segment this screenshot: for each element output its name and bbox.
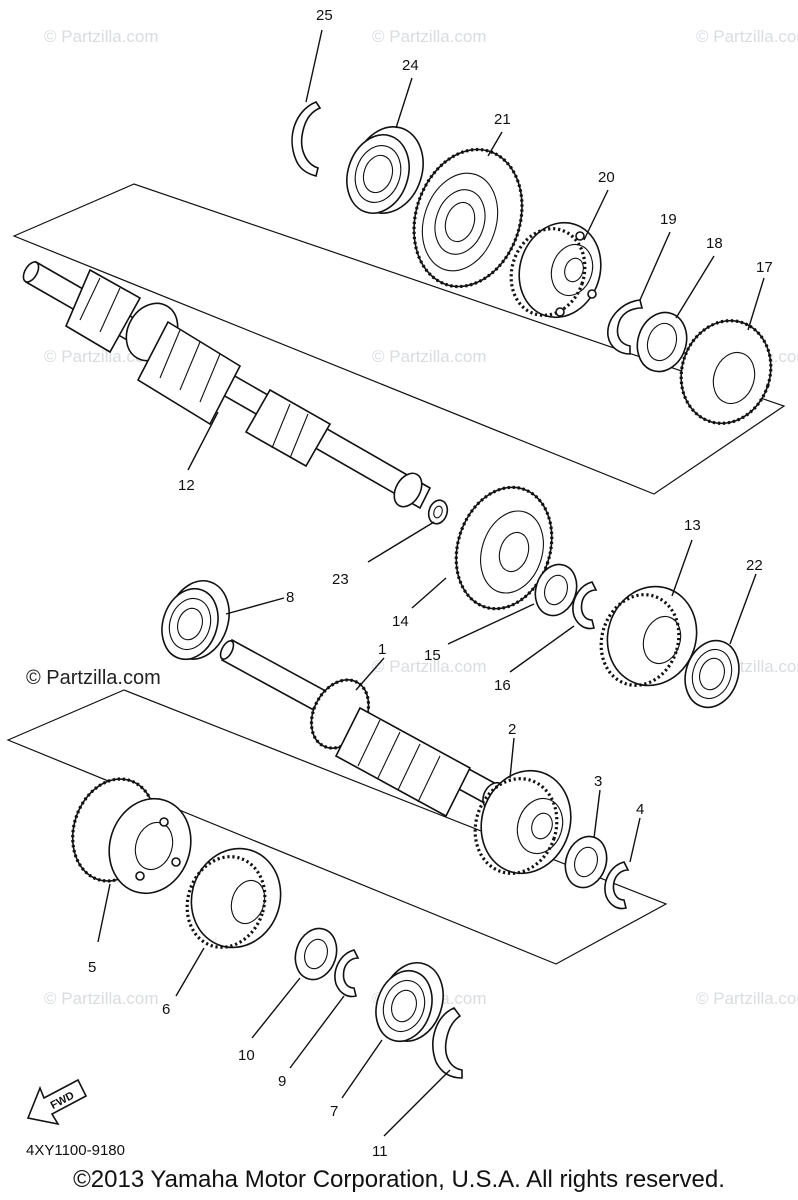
watermark: © Partzilla.com bbox=[372, 657, 487, 676]
watermark: © Partzilla.com bbox=[696, 27, 798, 46]
callout-9: 9 bbox=[278, 1073, 286, 1090]
callout-10: 10 bbox=[238, 1047, 255, 1064]
callout-22: 22 bbox=[746, 557, 763, 574]
main-axle-group-box bbox=[12, 183, 786, 495]
gear-13 bbox=[599, 585, 698, 687]
gear-6 bbox=[185, 847, 282, 949]
diagram-code: 4XY1100-9180 bbox=[26, 1142, 125, 1159]
main-axle-12 bbox=[22, 260, 432, 510]
callout-21: 21 bbox=[494, 111, 511, 128]
callout-23: 23 bbox=[332, 571, 349, 588]
circlip-16 bbox=[572, 581, 598, 630]
bearing-22 bbox=[684, 639, 740, 709]
callout-6: 6 bbox=[162, 1001, 170, 1018]
callout-14: 14 bbox=[392, 613, 409, 630]
callout-4: 4 bbox=[636, 801, 644, 818]
watermark: © Partzilla.com bbox=[696, 989, 798, 1008]
washer-10 bbox=[294, 927, 338, 981]
gear-21 bbox=[412, 147, 524, 289]
callout-15: 15 bbox=[424, 647, 441, 664]
callout-13: 13 bbox=[684, 517, 701, 534]
callout-1: 1 bbox=[378, 641, 386, 658]
gear-5 bbox=[71, 777, 192, 895]
callout-12: 12 bbox=[178, 477, 195, 494]
circlip-9 bbox=[334, 949, 360, 998]
gear-2 bbox=[473, 769, 572, 875]
callout-11: 11 bbox=[372, 1143, 388, 1160]
callout-16: 16 bbox=[494, 677, 511, 694]
callout-5: 5 bbox=[88, 959, 96, 976]
callout-25: 25 bbox=[316, 7, 333, 24]
callout-24: 24 bbox=[402, 57, 419, 74]
callout-2: 2 bbox=[508, 721, 516, 738]
gear-14 bbox=[454, 485, 554, 611]
circlip-11 bbox=[432, 1007, 463, 1079]
callouts: 25 24 21 20 19 18 17 12 23 14 15 16 13 2… bbox=[88, 7, 773, 1160]
leader-lines bbox=[97, 29, 765, 1137]
watermark: © Partzilla.com bbox=[44, 989, 159, 1008]
bearing-24 bbox=[346, 126, 424, 214]
watermarks: © Partzilla.com © Partzilla.com © Partzi… bbox=[44, 27, 798, 1008]
bearing-7 bbox=[375, 962, 444, 1043]
circlip-4 bbox=[604, 861, 630, 910]
gear-20 bbox=[509, 221, 602, 319]
fwd-arrow-icon: FWD bbox=[26, 1078, 88, 1126]
callout-8: 8 bbox=[286, 589, 294, 606]
copyright-notice: ©2013 Yamaha Motor Corporation, U.S.A. A… bbox=[73, 1166, 725, 1193]
partzilla-watermark: © Partzilla.com bbox=[26, 667, 161, 689]
callout-3: 3 bbox=[594, 773, 602, 790]
collar-23 bbox=[427, 499, 449, 525]
circlip-25 bbox=[291, 101, 322, 177]
watermark: © Partzilla.com bbox=[44, 27, 159, 46]
watermark: © Partzilla.com bbox=[372, 27, 487, 46]
gear-17 bbox=[679, 319, 773, 425]
bearing-8 bbox=[161, 580, 230, 661]
callout-19: 19 bbox=[660, 211, 677, 228]
watermark: © Partzilla.com bbox=[372, 347, 487, 366]
circlip-19 bbox=[607, 299, 644, 355]
drive-axle-group-box bbox=[6, 689, 668, 965]
washer-18 bbox=[636, 311, 688, 373]
callout-18: 18 bbox=[706, 235, 723, 252]
callout-17: 17 bbox=[756, 259, 773, 276]
callout-20: 20 bbox=[598, 169, 615, 186]
callout-7: 7 bbox=[330, 1103, 338, 1120]
